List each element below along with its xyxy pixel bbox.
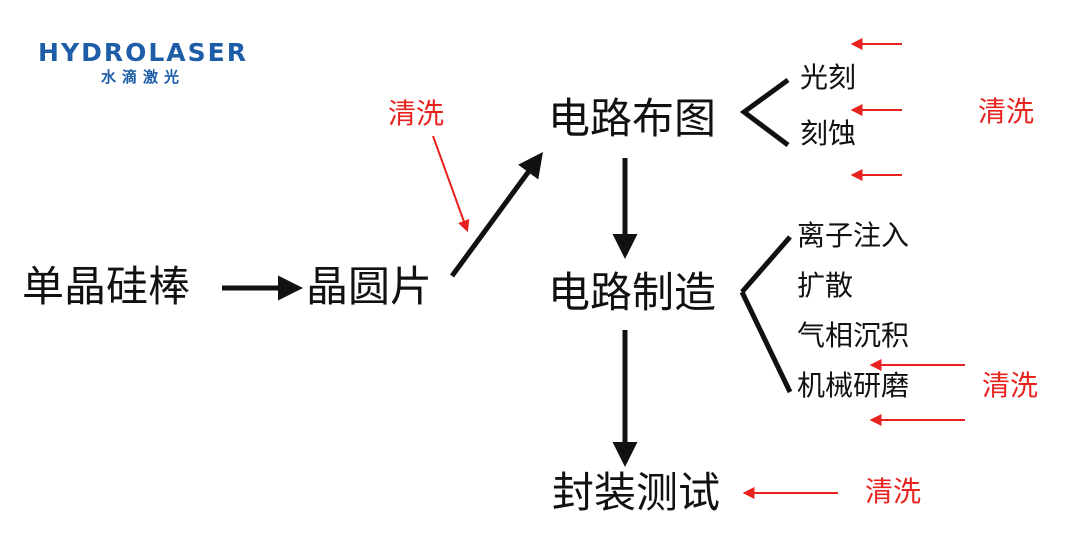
layout-branch-bracket — [739, 77, 790, 147]
arrow-wafer-to-layout — [449, 151, 543, 278]
manufacture-branch-lower — [739, 290, 793, 394]
red-arrow-cleaning-wafer — [432, 135, 470, 233]
step-photolithography: 光刻 — [800, 61, 857, 94]
cleaning-label-wafer: 清洗 — [388, 97, 445, 130]
step-diffusion: 扩散 — [797, 269, 854, 302]
step-mechanical-polishing: 机械研磨 — [797, 369, 910, 402]
node-wafer: 晶圆片 — [306, 262, 433, 311]
node-silicon-ingot: 单晶硅棒 — [22, 262, 191, 311]
logo-brand-cn-text: 水滴激光 — [100, 68, 185, 86]
step-ion-implantation: 离子注入 — [797, 219, 910, 252]
node-circuit-layout: 电路布图 — [548, 94, 717, 143]
manufacture-branch-upper — [740, 235, 792, 294]
node-packaging-test: 封装测试 — [552, 468, 721, 517]
cleaning-label-packaging: 清洗 — [865, 475, 922, 508]
cleaning-label-layout: 清洗 — [978, 95, 1035, 128]
hydrolaser-logo: HYDROLASER 水滴激光 — [28, 40, 258, 85]
step-etching: 刻蚀 — [800, 117, 857, 150]
cleaning-label-manufacture: 清洗 — [982, 369, 1039, 402]
step-vapor-deposition: 气相沉积 — [797, 319, 910, 352]
logo-brand-text: HYDROLASER — [38, 38, 248, 67]
node-circuit-manufacture: 电路制造 — [548, 268, 717, 317]
